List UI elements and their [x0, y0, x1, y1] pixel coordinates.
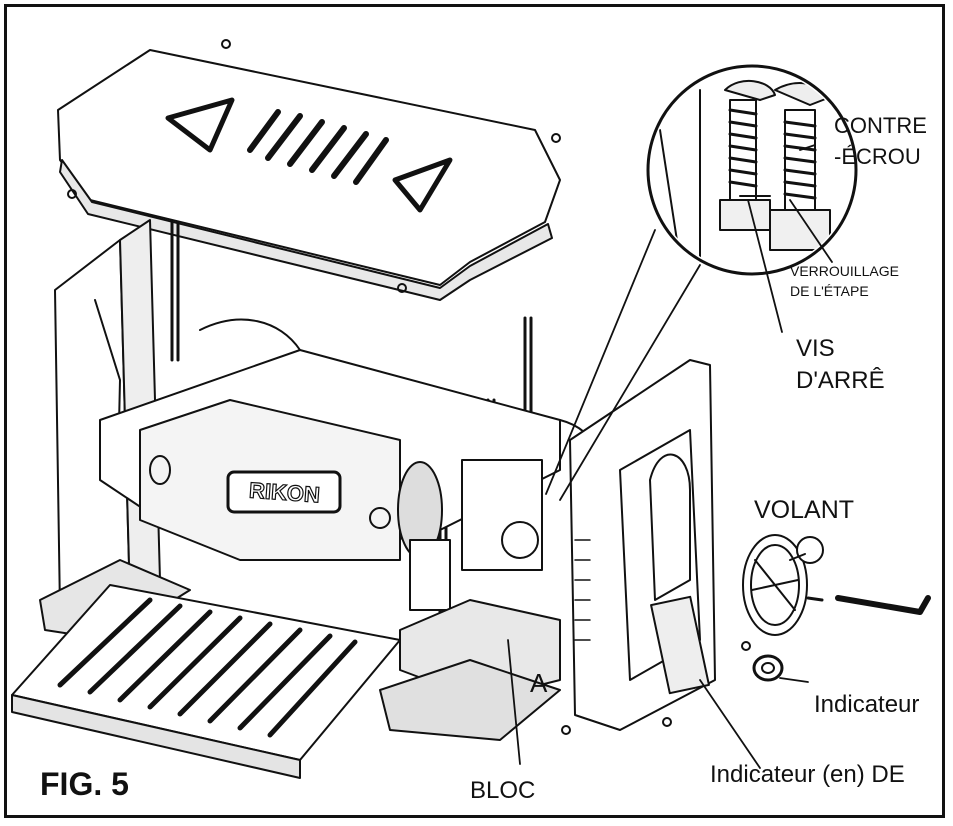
- hex-key: [835, 595, 931, 615]
- right-side-panel: [569, 359, 716, 731]
- point-label-a: A: [530, 668, 548, 698]
- figure-border: [4, 4, 945, 818]
- label-indicateur: Indicateur: [814, 691, 920, 718]
- top-cover-plate: [57, 49, 561, 301]
- detail-inset: [646, 64, 858, 333]
- label-bloc: BLOC: [470, 777, 536, 804]
- label-contre-ecrou-line2: -ÉCROU: [834, 144, 921, 169]
- handwheel: [742, 534, 824, 636]
- label-verrouillage-line2: DE L'ÉTAPE: [790, 283, 869, 299]
- infeed-table: [11, 584, 401, 779]
- small-screw: [806, 596, 824, 602]
- label-verrouillage-line1: VERROUILLAGE: [790, 263, 899, 279]
- figure-caption: FIG. 5: [40, 766, 129, 802]
- motor-housing: [99, 318, 605, 561]
- label-indicateur-en-de: Indicateur (en) DE: [710, 761, 905, 788]
- indicator-knob: [752, 654, 784, 682]
- brand-text: RIKON: [248, 478, 320, 508]
- callout-lines: [507, 229, 809, 769]
- label-volant: VOLANT: [754, 496, 855, 524]
- label-vis-line1: VIS: [796, 335, 835, 362]
- label-vis-line2: D'ARRÊ: [796, 367, 885, 394]
- loose-screws: [67, 39, 751, 735]
- label-contre-ecrou-line1: CONTRE: [834, 113, 927, 138]
